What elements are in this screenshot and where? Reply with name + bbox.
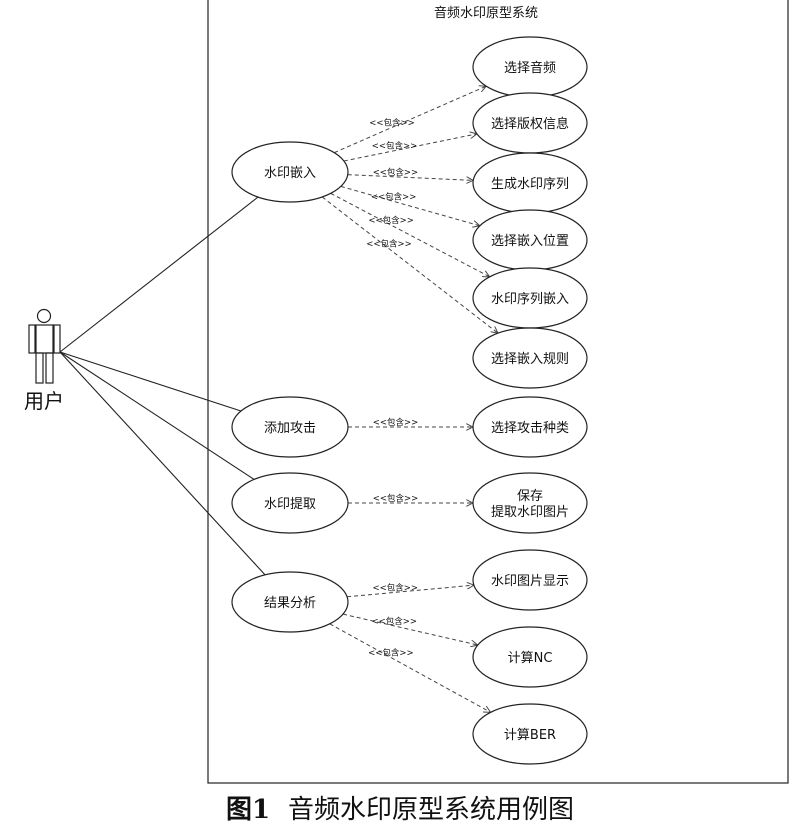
include-label: <<包含>>: [366, 239, 412, 250]
use-case-calc-ber: 计算BER: [472, 703, 588, 765]
include-label: <<包含>>: [371, 616, 417, 627]
actor-name: 用户: [24, 389, 64, 413]
use-case-select-audio: 选择音频: [472, 36, 588, 98]
include-arrow-select-copyright: [343, 134, 477, 162]
include-label: <<包含>>: [368, 215, 414, 226]
use-case-extract: 水印提取: [231, 472, 349, 534]
include-label: <<包含>>: [373, 582, 419, 593]
use-case-label: 选择音频: [504, 60, 556, 76]
use-case-label: 水印图片显示: [491, 574, 569, 589]
association-extract: [59, 351, 255, 480]
system-title: 音频水印原型系统: [434, 5, 538, 21]
use-case-calc-nc: 计算NC: [472, 626, 588, 688]
association-analysis: [59, 351, 266, 576]
use-case-label: 水印嵌入: [264, 166, 316, 181]
use-case-label: 水印序列嵌入: [491, 292, 569, 307]
use-case-label: 保存: [517, 489, 543, 504]
use-case-label: 计算BER: [504, 728, 556, 743]
use-case-analysis: 结果分析: [231, 571, 349, 633]
use-case-label: 水印提取: [264, 496, 316, 512]
include-arrow-select-rule: [321, 196, 498, 333]
use-case-select-position: 选择嵌入位置: [472, 209, 588, 271]
include-arrow-select-position: [340, 185, 480, 225]
use-case-label: 添加攻击: [264, 421, 316, 436]
use-case-embed: 水印嵌入: [231, 141, 349, 203]
figure-number: 图1: [225, 795, 271, 825]
association-embed: [59, 196, 259, 353]
use-case-show-image: 水印图片显示: [472, 549, 588, 611]
include-label: <<包含>>: [372, 141, 418, 152]
include-label: <<包含>>: [373, 417, 419, 428]
use-case-diagram: 音频水印原型系统 用户 <<包含>> <<包含>> <<包含>> <<包含>> <<包含…: [24, 0, 789, 784]
include-label: <<包含>>: [368, 647, 414, 658]
use-case-label: 选择版权信息: [491, 116, 569, 132]
include-arrow-embed-sequence: [330, 192, 490, 276]
use-case-select-attack: 选择攻击种类: [472, 396, 588, 458]
use-case-label: 计算NC: [508, 651, 553, 666]
use-case-select-copyright: 选择版权信息: [472, 92, 588, 154]
use-case-label: 结果分析: [264, 596, 316, 611]
include-arrow-show-image: [347, 585, 474, 598]
figure-caption-text: 音频水印原型系统用例图: [288, 795, 575, 825]
use-case-gen-sequence: 生成水印序列: [472, 152, 588, 214]
use-case-embed-sequence: 水印序列嵌入: [472, 267, 588, 329]
use-case-label: 选择攻击种类: [491, 421, 569, 436]
use-case-label: 生成水印序列: [491, 177, 569, 192]
figure-caption: 图1 音频水印原型系统用例图: [0, 790, 800, 830]
use-case-attack: 添加攻击: [231, 396, 349, 458]
include-label: <<包含>>: [373, 493, 419, 504]
system-boundary: [207, 0, 789, 784]
use-case-label: 提取水印图片: [491, 504, 569, 520]
use-case-select-rule: 选择嵌入规则: [472, 327, 588, 389]
include-arrow-calc-ber: [329, 623, 491, 712]
association-attack: [59, 351, 242, 412]
use-case-label: 选择嵌入规则: [491, 352, 569, 367]
actor-icon: [28, 308, 61, 384]
include-label: <<包含>>: [369, 117, 415, 128]
include-label: <<包含>>: [371, 191, 417, 202]
include-arrow-calc-nc: [342, 613, 478, 645]
include-label: <<包含>>: [373, 167, 419, 178]
use-case-label: 选择嵌入位置: [491, 234, 569, 249]
